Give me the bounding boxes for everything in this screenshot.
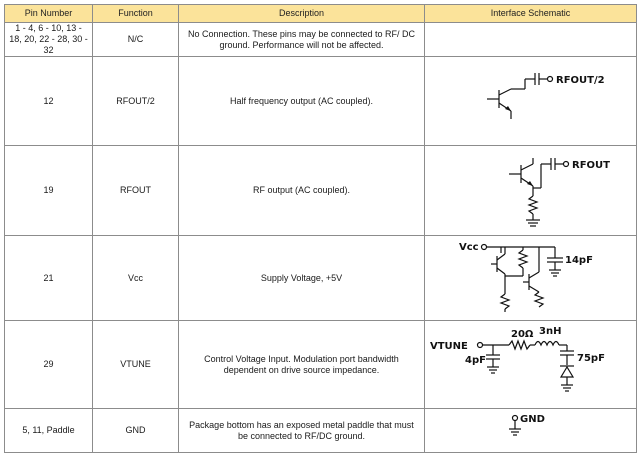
function-cell: N/C <box>92 22 179 57</box>
vtune-schematic-diagram: VTUNE 20Ω 3nH 4pF 75pF <box>430 326 605 392</box>
function-cell: VTUNE <box>92 320 179 409</box>
header-function: Function <box>92 4 179 23</box>
header-description: Description <box>178 4 425 23</box>
description-cell: Package bottom has an exposed metal padd… <box>178 408 425 453</box>
function-cell: Vcc <box>92 235 179 321</box>
gnd-schematic-diagram: GND <box>509 414 545 436</box>
pin-number-cell: 5, 11, Paddle <box>4 408 93 453</box>
schematic-cell-empty <box>424 22 637 57</box>
vtune-cap-right-label: 75pF <box>577 353 605 364</box>
emitter-arrow-icon <box>505 106 511 111</box>
function-cell: RFOUT/2 <box>92 56 179 146</box>
vtune-label: VTUNE <box>430 341 468 352</box>
pin-number-cell: 29 <box>4 320 93 409</box>
vcc-schematic-diagram: Vcc 14pF <box>459 242 593 312</box>
table-row: 21 Vcc Supply Voltage, +5V <box>4 235 637 321</box>
description-cell: Half frequency output (AC coupled). <box>178 56 425 146</box>
rfout2-label: RFOUT/2 <box>556 75 605 86</box>
table-row: 19 RFOUT RF output (AC coupled). <box>4 145 637 236</box>
table-row: 5, 11, Paddle GND Package bottom has an … <box>4 408 637 453</box>
description-cell: Supply Voltage, +5V <box>178 235 425 321</box>
table-row: 12 RFOUT/2 Half frequency output (AC cou… <box>4 56 637 146</box>
schematic-cell-rfout: RFOUT <box>424 145 637 236</box>
rfout2-schematic-diagram: RFOUT/2 <box>487 73 605 119</box>
vtune-inductor-label: 3nH <box>539 326 561 337</box>
pin-number-cell: 19 <box>4 145 93 236</box>
function-cell: GND <box>92 408 179 453</box>
rfout-label: RFOUT <box>572 160 610 171</box>
schematic-cell-vcc: Vcc 14pF <box>424 235 637 321</box>
vtune-resistor-label: 20Ω <box>511 329 534 340</box>
emitter-arrow-icon <box>527 181 533 186</box>
table-header-row: Pin Number Function Description Interfac… <box>4 4 637 23</box>
table-row: 1 - 4, 6 - 10, 13 - 18, 20, 22 - 28, 30 … <box>4 22 637 57</box>
vcc-cap-label: 14pF <box>565 255 593 266</box>
table-row: 29 VTUNE Control Voltage Input. Modulati… <box>4 320 637 409</box>
pin-number-cell: 12 <box>4 56 93 146</box>
function-cell: RFOUT <box>92 145 179 236</box>
header-pin-number: Pin Number <box>4 4 93 23</box>
description-cell: No Connection. These pins may be connect… <box>178 22 425 57</box>
description-cell: Control Voltage Input. Modulation port b… <box>178 320 425 409</box>
rfout-schematic-diagram: RFOUT <box>509 158 610 227</box>
header-interface-schematic: Interface Schematic <box>424 4 637 23</box>
schematic-cell-vtune: VTUNE 20Ω 3nH 4pF 75pF <box>424 320 637 409</box>
pin-description-table: Pin Number Function Description Interfac… <box>4 4 637 453</box>
vcc-label: Vcc <box>459 242 479 253</box>
vtune-cap-left-label: 4pF <box>465 355 486 366</box>
pin-number-cell: 1 - 4, 6 - 10, 13 - 18, 20, 22 - 28, 30 … <box>4 22 93 57</box>
description-cell: RF output (AC coupled). <box>178 145 425 236</box>
schematic-cell-gnd: GND <box>424 408 637 453</box>
gnd-label: GND <box>520 414 545 425</box>
pin-number-cell: 21 <box>4 235 93 321</box>
schematic-cell-rfout2: RFOUT/2 <box>424 56 637 146</box>
